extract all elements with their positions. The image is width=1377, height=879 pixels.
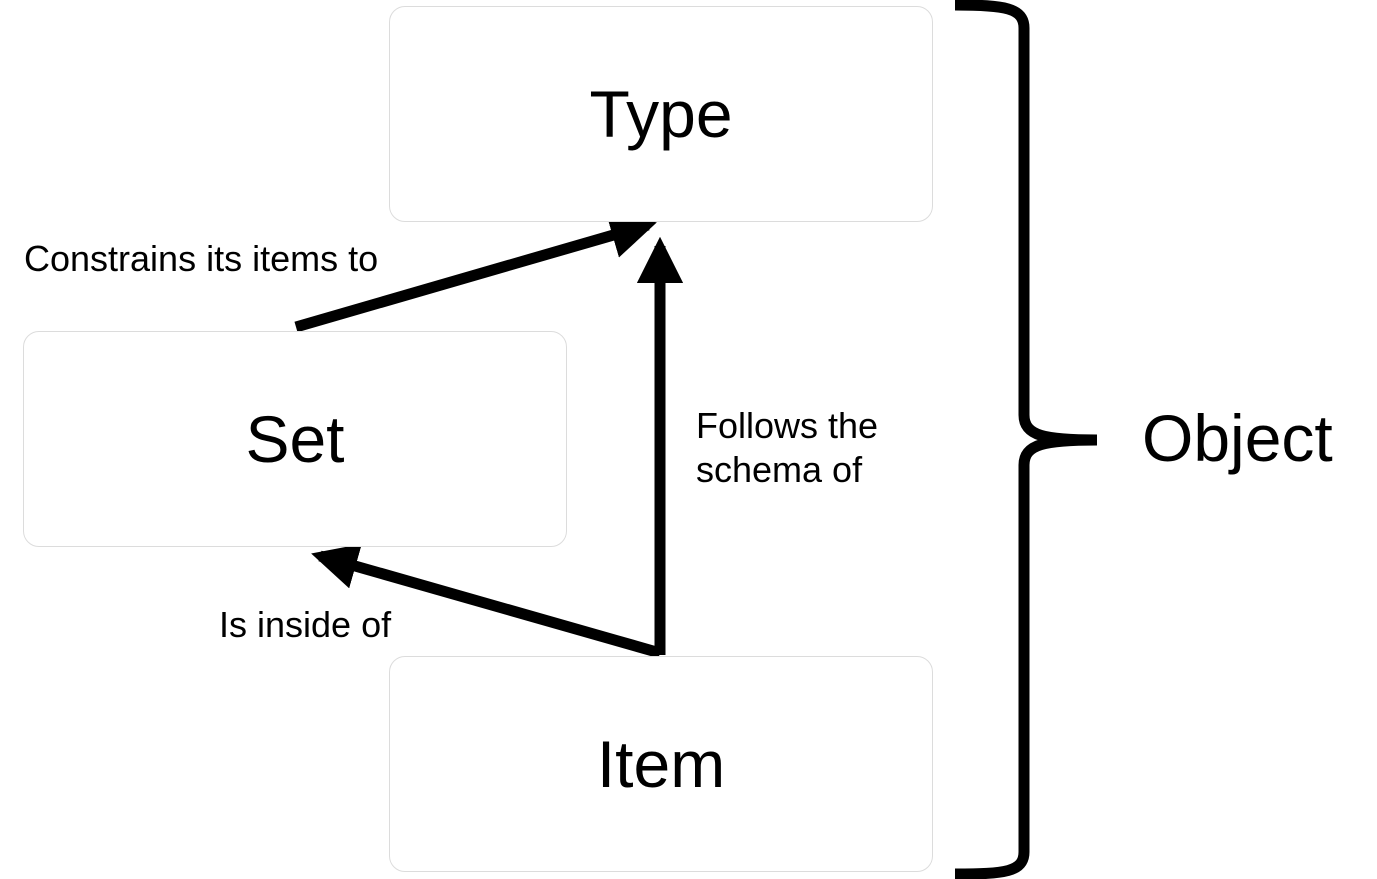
type-node-label: Type (589, 77, 733, 151)
set-node: Set (23, 331, 567, 547)
edge-label-inside-of: Is inside of (219, 604, 392, 645)
group-label-object: Object (1142, 401, 1333, 475)
curly-brace (954, 0, 1098, 879)
arrow-set-to-type (294, 213, 657, 333)
type-node: Type (389, 6, 933, 222)
item-node-label: Item (596, 727, 726, 801)
item-node: Item (389, 656, 933, 872)
edge-label-follows-schema: Follows the schema of (696, 405, 879, 490)
set-node-label: Set (245, 402, 345, 476)
edge-label-constrains: Constrains its items to (24, 238, 379, 279)
arrow-item-to-set (311, 543, 662, 659)
